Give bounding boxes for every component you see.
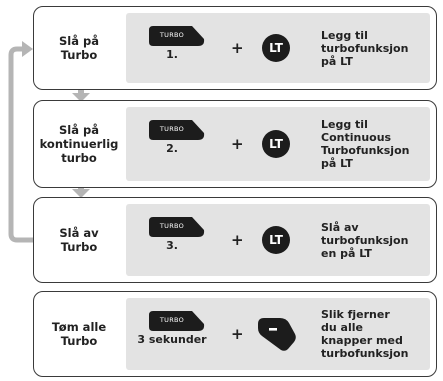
loop-back-arrow-head [22,41,33,57]
plus-sign: + [231,325,244,343]
press-count: 3 sekunder [137,333,207,346]
lt-trigger-icon: LT [262,130,290,158]
turbo-button-icon: TURBO [148,25,206,47]
turbo-button-icon: TURBO [148,310,206,332]
lt-trigger-icon: LT [262,226,290,254]
down-arrow-1-head [72,93,90,102]
lt-trigger-icon: LT [262,34,290,62]
turbo-button-icon: TURBO [148,119,206,141]
press-count: 2. [166,142,178,155]
plus-sign: + [231,39,244,57]
turbo-key-text: TURBO [159,125,185,133]
shoulder-button-icon [254,314,298,354]
turbo-key-text: TURBO [159,31,185,39]
down-arrow-2-head [72,189,90,198]
turbo-key-text: TURBO [159,222,185,230]
loop-back-arrow-line [8,46,33,243]
plus-sign: + [231,231,244,249]
plus-sign: + [231,135,244,153]
press-count: 1. [166,48,178,61]
turbo-key-text: TURBO [159,316,185,324]
press-count: 3. [166,239,178,252]
turbo-button-icon: TURBO [148,216,206,238]
